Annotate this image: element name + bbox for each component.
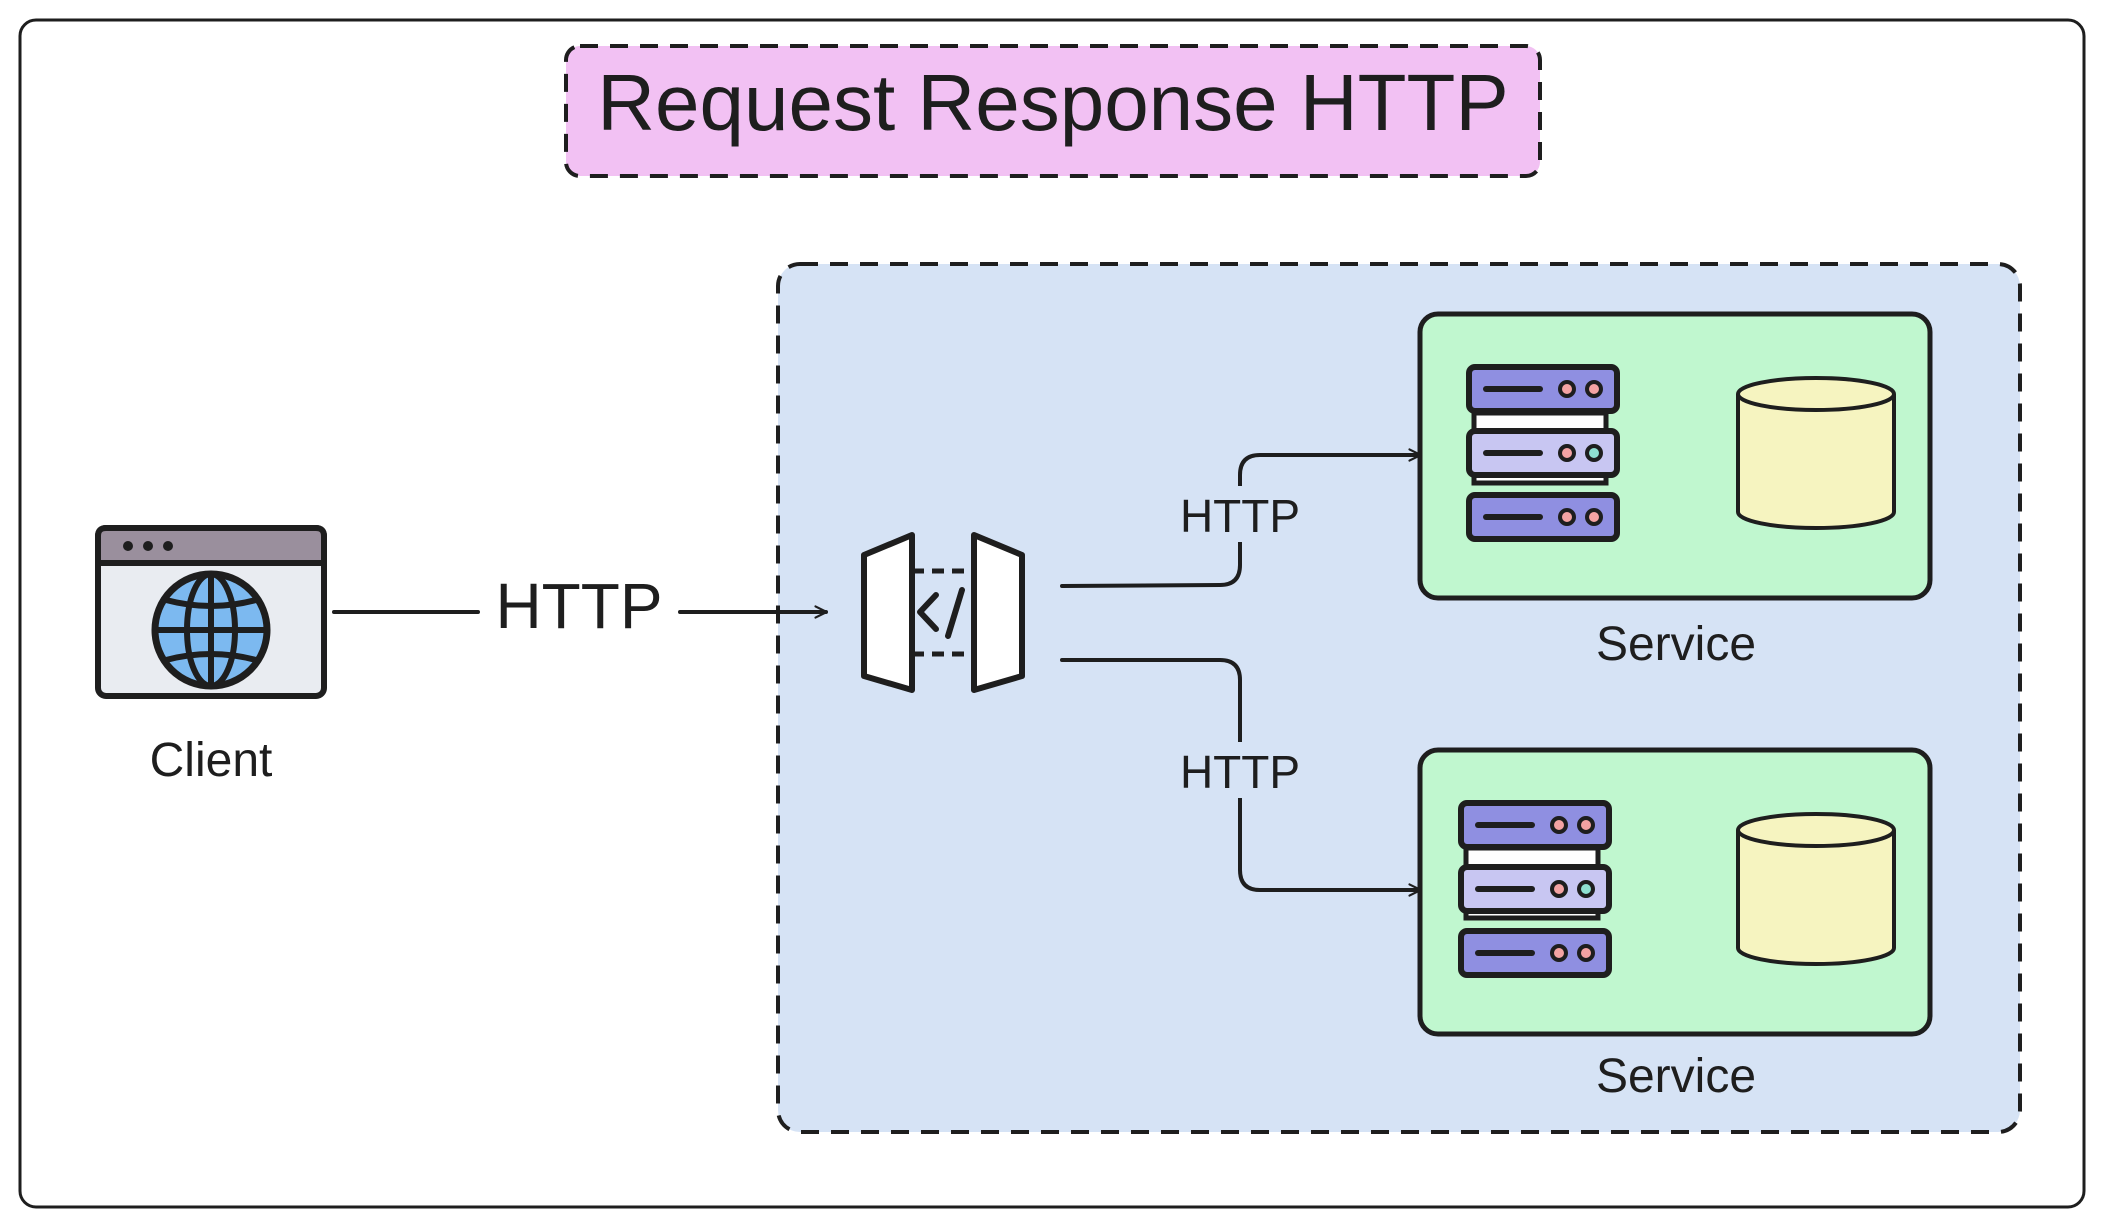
client-node: Client bbox=[95, 525, 327, 787]
edge-label-http-bottom: HTTP bbox=[1180, 746, 1300, 798]
edge-gateway-to-service-bottom: HTTP bbox=[1060, 658, 1422, 897]
browser-globe-icon bbox=[95, 525, 327, 699]
edge-label-http-main: HTTP bbox=[495, 570, 662, 642]
edge-gateway-to-service-top: HTTP bbox=[1060, 448, 1422, 588]
page-title: Request Response HTTP bbox=[597, 58, 1509, 147]
service-node-bottom: Service bbox=[1417, 747, 1933, 1103]
server-rack-icon bbox=[1466, 364, 1620, 542]
service-label: Service bbox=[1596, 1050, 1756, 1103]
title-box: Request Response HTTP bbox=[564, 44, 1542, 178]
service-node-top: Service bbox=[1417, 311, 1933, 671]
client-label: Client bbox=[150, 734, 273, 787]
database-cylinder-icon bbox=[1736, 376, 1896, 530]
api-gateway-icon bbox=[861, 532, 1025, 693]
edge-label-http-top: HTTP bbox=[1180, 490, 1300, 542]
database-cylinder-icon bbox=[1736, 812, 1896, 966]
server-rack-icon bbox=[1458, 800, 1612, 978]
edge-client-to-gateway: HTTP bbox=[332, 570, 828, 642]
service-label: Service bbox=[1596, 618, 1756, 671]
